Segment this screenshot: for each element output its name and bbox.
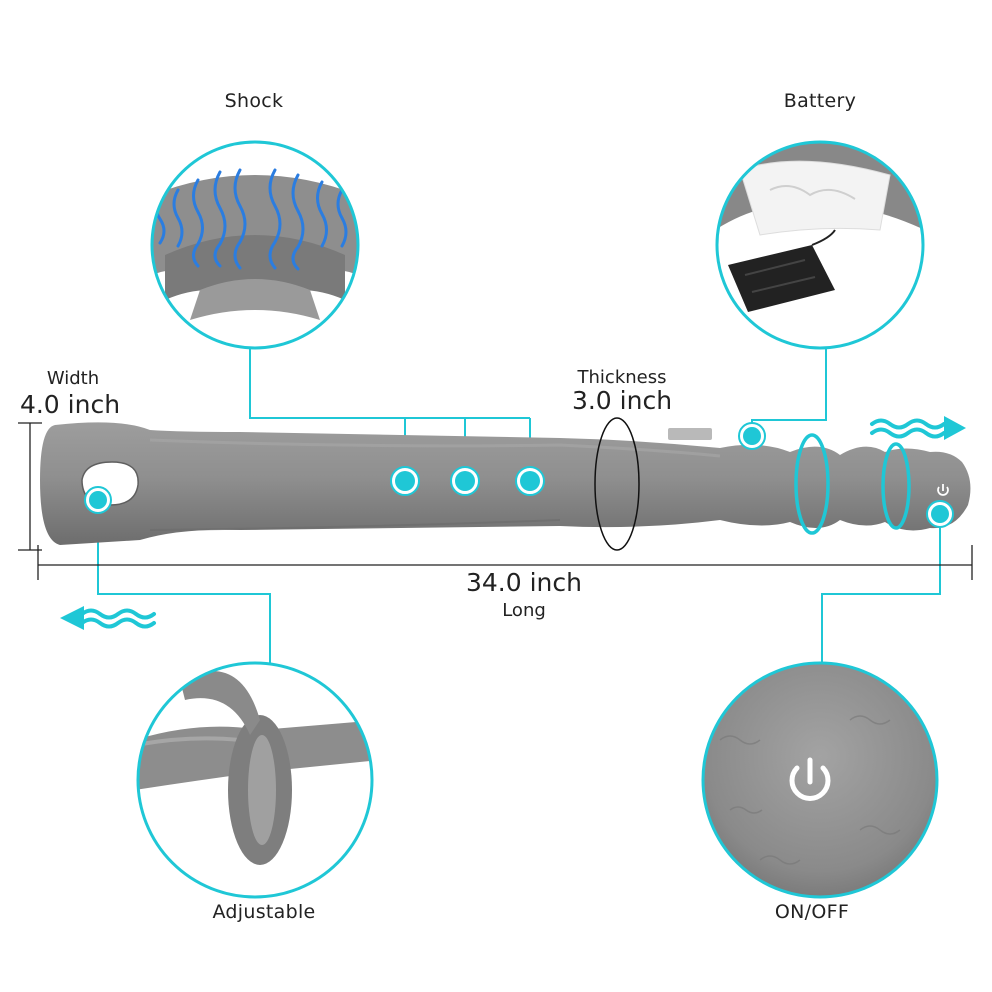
battery-label: Battery: [783, 90, 857, 112]
battery-detail: [715, 140, 925, 350]
arrow-left-icon: [60, 606, 156, 630]
hotspots: [84, 422, 954, 528]
width-label: Width: [46, 368, 100, 389]
thickness-label: Thickness: [577, 367, 667, 388]
adjustable-label: Adjustable: [212, 901, 316, 923]
segment-rings: [794, 433, 911, 535]
hotspot-adjustable: [84, 486, 112, 514]
shock-label: Shock: [224, 90, 284, 112]
dimension-lines: [18, 422, 973, 580]
onoff-detail: [701, 661, 939, 899]
length-value: 34.0 inch: [466, 568, 582, 597]
onoff-connector: [821, 516, 941, 663]
adjustable-connector: [97, 502, 271, 663]
pillow-body: [40, 422, 971, 545]
battery-box-icon: [728, 229, 836, 312]
power-icon: [789, 757, 831, 801]
thickness-value: 3.0 inch: [571, 386, 673, 415]
shock-connector: [249, 348, 530, 419]
hotspot-shock-3: [515, 466, 545, 496]
hotspot-shock-1: [390, 466, 420, 496]
hotspot-shock-2: [450, 466, 480, 496]
hotspot-onoff: [926, 500, 954, 528]
hotspot-battery: [738, 422, 766, 450]
connector-lines: [97, 348, 941, 663]
onoff-label: ON/OFF: [774, 901, 850, 923]
width-value: 4.0 inch: [19, 390, 121, 419]
pillow-power-icon: [937, 484, 949, 496]
shock-detail: [150, 140, 360, 350]
arrow-right-icon: [870, 416, 966, 440]
adjustable-detail: [136, 661, 374, 899]
battery-connector: [751, 348, 827, 436]
pillow-tube: [40, 422, 971, 545]
length-label: Long: [502, 600, 546, 621]
thickness-ellipse: [594, 417, 640, 551]
